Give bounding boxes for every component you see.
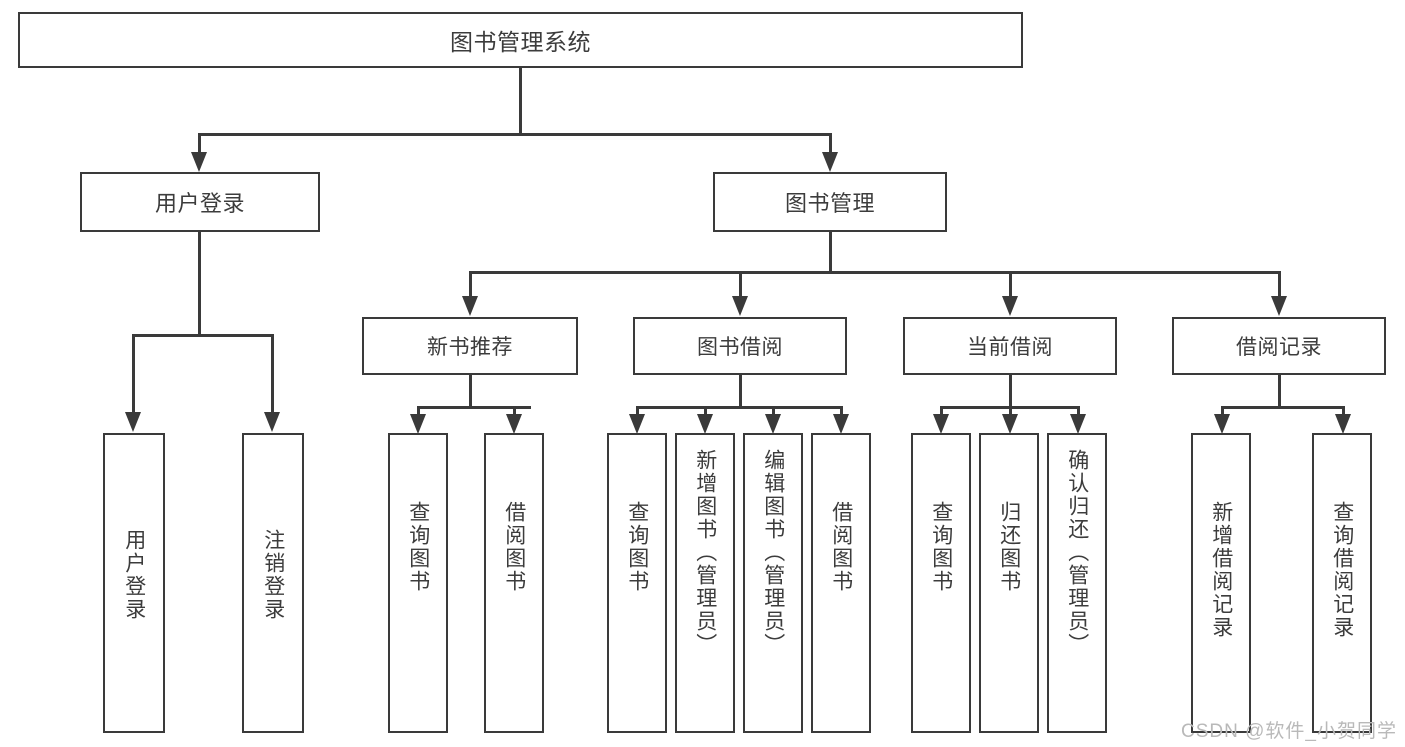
leaf-nbr-borrow-book[interactable]: 借阅图书: [484, 433, 544, 733]
arrowhead-to-user-login: [191, 152, 207, 172]
arrowhead-bb-leaf-4: [833, 414, 849, 434]
connector-bb-drop-3: [772, 406, 775, 418]
leaf-label: 注销登录: [261, 529, 285, 621]
arrowhead-nbr-leaf-2: [506, 414, 522, 434]
connector-nbr-stem: [469, 375, 472, 409]
leaf-cb-return-book[interactable]: 归还图书: [979, 433, 1039, 733]
connector-root-drop-1: [198, 133, 201, 156]
connector-br-drop-2: [1342, 406, 1345, 418]
node-current-borrow[interactable]: 当前借阅: [903, 317, 1117, 375]
leaf-cb-query-book[interactable]: 查询图书: [911, 433, 971, 733]
leaf-br-add-record[interactable]: 新增借阅记录: [1191, 433, 1251, 733]
leaf-label: 查询图书: [406, 501, 430, 593]
node-label: 图书管理系统: [450, 29, 591, 55]
arrowhead-to-current-borrow: [1002, 296, 1018, 316]
node-book-borrow[interactable]: 图书借阅: [633, 317, 847, 375]
node-label: 用户登录: [154, 191, 245, 216]
node-label: 新书推荐: [427, 336, 513, 359]
leaf-label: 新增借阅记录: [1209, 501, 1233, 639]
leaf-label: 归还图书: [997, 501, 1021, 593]
leaf-bb-edit-book-admin[interactable]: 编辑图书（管理员）: [743, 433, 803, 733]
leaf-label: 借阅图书: [502, 501, 526, 593]
node-label: 借阅记录: [1236, 336, 1322, 359]
connector-br-stem: [1278, 375, 1281, 409]
connector-bm-drop-1: [469, 271, 472, 299]
connector-bb-drop-1: [636, 406, 639, 418]
connector-cb-drop-1: [940, 406, 943, 418]
leaf-bb-borrow-book[interactable]: 借阅图书: [811, 433, 871, 733]
leaf-label: 编辑图书（管理员）: [761, 449, 785, 656]
connector-bb-bus: [636, 406, 842, 409]
leaf-user-login-logout[interactable]: 注销登录: [242, 433, 304, 733]
connector-bm-drop-3: [1009, 271, 1012, 299]
arrowhead-user-login-leaf-1: [125, 412, 141, 432]
connector-user-login-stem: [198, 232, 201, 337]
connector-root-drop-2: [829, 133, 832, 156]
connector-root-stem: [519, 68, 522, 134]
leaf-label: 查询借阅记录: [1330, 501, 1354, 639]
leaf-br-query-record[interactable]: 查询借阅记录: [1312, 433, 1372, 733]
connector-root-bus: [198, 133, 832, 136]
arrowhead-to-borrow-records: [1271, 296, 1287, 316]
arrowhead-br-leaf-1: [1214, 414, 1230, 434]
connector-br-drop-1: [1221, 406, 1224, 418]
arrowhead-to-book-borrow: [732, 296, 748, 316]
connector-bm-drop-2: [739, 271, 742, 299]
leaf-nbr-query-book[interactable]: 查询图书: [388, 433, 448, 733]
connector-bm-drop-4: [1278, 271, 1281, 299]
arrowhead-to-new-book-recommend: [462, 296, 478, 316]
connector-user-login-drop-2: [271, 334, 274, 415]
leaf-user-login-login[interactable]: 用户登录: [103, 433, 165, 733]
connector-user-login-drop-1: [132, 334, 135, 415]
connector-nbr-drop-2: [513, 406, 516, 418]
leaf-label: 查询图书: [625, 501, 649, 593]
arrowhead-cb-leaf-2: [1002, 414, 1018, 434]
leaf-label: 借阅图书: [829, 501, 853, 593]
connector-br-bus: [1221, 406, 1345, 409]
connector-bb-drop-2: [704, 406, 707, 418]
arrowhead-user-login-leaf-2: [264, 412, 280, 432]
arrowhead-bb-leaf-3: [765, 414, 781, 434]
connector-cb-drop-2: [1009, 406, 1012, 418]
leaf-label: 查询图书: [929, 501, 953, 593]
node-label: 图书借阅: [697, 336, 783, 359]
connector-bb-stem: [739, 375, 742, 409]
connector-book-management-stem: [829, 232, 832, 274]
leaf-label: 确认归还（管理员）: [1065, 449, 1089, 656]
connector-nbr-drop-1: [417, 406, 420, 418]
leaf-bb-add-book-admin[interactable]: 新增图书（管理员）: [675, 433, 735, 733]
node-root-book-management-system[interactable]: 图书管理系统: [18, 12, 1023, 68]
leaf-cb-confirm-return-admin[interactable]: 确认归还（管理员）: [1047, 433, 1107, 733]
arrowhead-cb-leaf-1: [933, 414, 949, 434]
arrowhead-cb-leaf-3: [1070, 414, 1086, 434]
leaf-label: 新增图书（管理员）: [693, 449, 717, 656]
connector-bb-drop-4: [840, 406, 843, 418]
arrowhead-nbr-leaf-1: [410, 414, 426, 434]
arrowhead-bb-leaf-2: [697, 414, 713, 434]
node-label: 图书管理: [784, 191, 875, 216]
node-book-management[interactable]: 图书管理: [713, 172, 947, 232]
arrowhead-br-leaf-2: [1335, 414, 1351, 434]
arrowhead-bb-leaf-1: [629, 414, 645, 434]
connector-cb-stem: [1009, 375, 1012, 409]
leaf-bb-query-book[interactable]: 查询图书: [607, 433, 667, 733]
connector-nbr-bus: [417, 406, 531, 409]
connector-user-login-bus: [132, 334, 274, 337]
node-user-login[interactable]: 用户登录: [80, 172, 320, 232]
connector-cb-drop-3: [1077, 406, 1080, 418]
node-label: 当前借阅: [967, 336, 1053, 359]
connector-book-management-bus: [469, 271, 1281, 274]
node-borrow-records[interactable]: 借阅记录: [1172, 317, 1386, 375]
leaf-label: 用户登录: [122, 529, 146, 621]
node-new-book-recommend[interactable]: 新书推荐: [362, 317, 578, 375]
arrowhead-to-book-management: [822, 152, 838, 172]
